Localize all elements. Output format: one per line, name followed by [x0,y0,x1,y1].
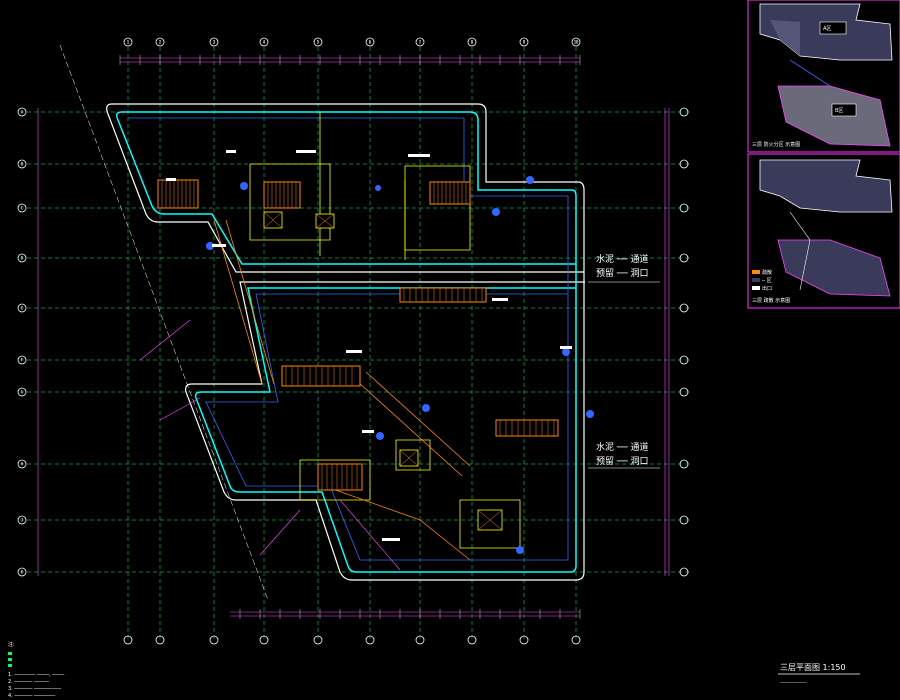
drawing-title: 三层平面图 1:150 [780,663,846,672]
outer-wall-white [106,103,585,581]
magenta-leaders [139,319,401,571]
row-label: C [21,206,24,211]
inset-top: 三层 防火分区 示意图 A区 B区 [747,0,900,153]
inner-wall-cyan [115,111,577,573]
inset-top-label: 三层 防火分区 示意图 [752,141,800,148]
axis-bubbles-left [17,107,27,577]
row-label: E [21,306,24,311]
row-label: B [21,162,24,167]
axis-bubbles-right [679,107,689,577]
side-note-upper-1: 水泥 ── 通道 [596,253,649,265]
axis-grid [20,40,690,640]
side-note-lower-1: 水泥 ── 通道 [596,441,649,453]
inset-top-area-b: B区 [835,108,843,114]
col-label: 4 [263,40,266,45]
notes-line: 3. ────── ───────── [8,686,62,692]
notes-legend-marks [8,652,12,667]
section-markers [206,176,594,554]
row-label: K [21,570,24,575]
stair-4 [281,365,361,387]
notes-line: 4. ────── ─────── [8,693,56,699]
diagonal-corridor [213,219,471,561]
stair-blocks [157,179,559,491]
stair-2 [263,181,301,209]
inset-legend-1: 疏散 [762,269,772,276]
col-label: 7 [419,40,422,45]
notes-line: 1. ─────── ────, ──── [8,672,65,678]
col-label: 6 [369,40,372,45]
side-note-lower-2: 预留 ── 洞口 [596,455,649,467]
drawing-subtitle: ─────────── [779,680,807,685]
col-label: 8 [471,40,474,45]
stair-6 [317,463,363,491]
notes-line: 2. ────── ───── [8,679,50,685]
row-label: F [21,358,24,363]
dimension-lines [37,57,670,617]
col-label: 10 [574,40,579,45]
elevator-cross [263,211,503,531]
row-label: G [21,390,24,395]
stair-5 [495,419,559,437]
row-label: D [21,256,24,261]
side-note-upper-2: 预留 ── 洞口 [596,267,649,279]
col-label: 1 [127,40,130,45]
stair-7 [399,287,487,303]
col-label: 5 [317,40,320,45]
axis-bubbles-top [123,37,581,47]
notes-line: 注: [8,641,15,648]
axis-bubbles-bottom [123,635,581,645]
inset-bottom-label: 三层 疏散 示意图 [752,297,790,304]
row-label: A [21,110,24,115]
stair-treads [161,180,555,490]
row-label: H [21,462,24,467]
row-label: J [21,518,23,523]
inset-bottom: 疏散 ─ 区 出口 三层 疏散 示意图 [747,153,900,309]
inset-legend-2: ─ 区 [761,278,772,284]
inset-legend-3: 出口 [762,285,772,292]
axis-labels: 1 2 3 4 5 6 7 8 9 10 A B C D E F G H J K [21,40,579,575]
col-label: 9 [523,40,526,45]
col-label: 2 [159,40,162,45]
annotation-glyphs [166,150,572,541]
col-label: 3 [213,40,216,45]
notes-block: 注: 1. ─────── ────, ──── 2. ────── ─────… [8,641,65,699]
inset-top-area-a: A区 [823,26,831,32]
dimension-ticks [119,55,581,619]
